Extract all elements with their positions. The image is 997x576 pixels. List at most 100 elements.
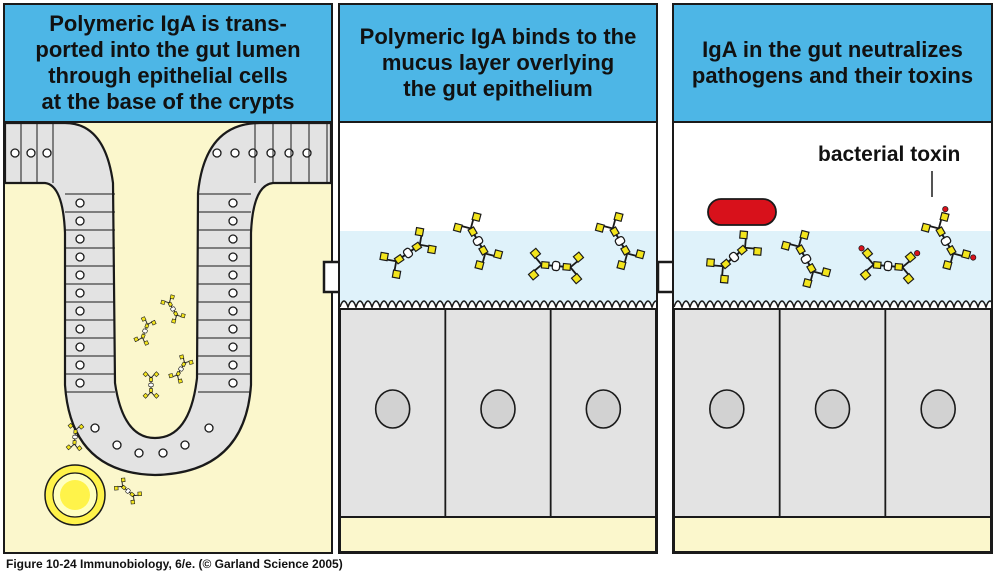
- nucleus: [75, 324, 85, 334]
- panel-3-header: IgA in the gut neutralizes pathogens and…: [674, 5, 991, 123]
- panel-3-title: IgA in the gut neutralizes pathogens and…: [691, 37, 974, 88]
- nucleus: [75, 270, 85, 280]
- nucleus: [75, 234, 85, 244]
- j-chain: [728, 251, 740, 263]
- iga-monomer: [410, 226, 437, 255]
- iga-monomer: [452, 211, 482, 239]
- nucleus: [228, 378, 238, 388]
- nucleus: [228, 288, 238, 298]
- lamina-propria: [674, 516, 991, 552]
- toxin-particle: [942, 206, 949, 213]
- bacterium: [707, 198, 777, 226]
- nucleus: [158, 448, 168, 458]
- iga-antibody: [168, 354, 194, 384]
- iga-monomer: [858, 245, 885, 281]
- nucleus: [180, 440, 190, 450]
- iga-antibody: [133, 316, 157, 346]
- iga-antibody: [858, 245, 921, 285]
- nucleus: [228, 324, 238, 334]
- mucus-illustration: [340, 123, 656, 552]
- gut-lumen: [340, 123, 656, 231]
- iga-monomer: [142, 371, 160, 384]
- nucleus: [75, 378, 85, 388]
- nucleus: [204, 423, 214, 433]
- iga-monomer: [474, 243, 504, 271]
- nucleus: [75, 252, 85, 262]
- j-chain: [402, 247, 414, 259]
- iga-monomer: [140, 316, 157, 330]
- panel-mucus-binding: Polymeric IgA binds to the mucus layer o…: [338, 3, 658, 554]
- cell-nucleus: [480, 389, 516, 429]
- panel-2-header: Polymeric IgA binds to the mucus layer o…: [340, 5, 656, 123]
- cell-nucleus: [920, 389, 956, 429]
- nucleus: [75, 198, 85, 208]
- nucleus: [228, 198, 238, 208]
- j-chain: [940, 235, 952, 247]
- iga-monomer: [802, 261, 832, 289]
- j-chain: [551, 260, 561, 272]
- panel-1-title: Polymeric IgA is trans- ported into the …: [35, 11, 301, 114]
- iga-antibody: [160, 294, 186, 324]
- iga-monomer: [129, 491, 143, 505]
- j-chain: [800, 253, 812, 265]
- iga-antibody: [594, 211, 646, 271]
- panel-neutralization: IgA in the gut neutralizes pathogens and…: [672, 3, 993, 554]
- iga-antibody: [113, 477, 143, 505]
- nucleus: [266, 148, 276, 158]
- iga-monomer: [920, 206, 950, 239]
- mucus-layer: [340, 231, 656, 303]
- toxin-particle: [858, 245, 865, 252]
- nucleus: [75, 306, 85, 316]
- iga-antibody: [65, 422, 85, 452]
- j-chain: [170, 306, 176, 312]
- iga-monomer: [527, 247, 553, 281]
- j-chain: [148, 382, 154, 388]
- iga-monomer: [942, 243, 977, 271]
- panel-1-header: Polymeric IgA is trans- ported into the …: [5, 5, 331, 123]
- nucleus: [230, 148, 240, 158]
- iga-monomer: [780, 229, 810, 257]
- nucleus: [75, 342, 85, 352]
- iga-antibody: [527, 247, 585, 285]
- iga-monomer: [133, 332, 150, 346]
- j-chain: [472, 235, 484, 247]
- crypt-illustration: [5, 123, 331, 552]
- nucleus: [228, 306, 238, 316]
- j-chain: [178, 366, 184, 372]
- cell-boundaries: [5, 123, 328, 393]
- toxin-particle: [914, 250, 921, 257]
- j-chain: [142, 328, 148, 334]
- nucleus: [134, 448, 144, 458]
- nucleus: [228, 360, 238, 370]
- neutralization-illustration: bacterial toxin: [674, 123, 991, 552]
- iga-monomer: [594, 211, 624, 239]
- iga-antibody: [142, 371, 160, 399]
- iga-antibody: [452, 211, 504, 271]
- nucleus: [75, 288, 85, 298]
- iga-monomer: [179, 354, 194, 368]
- toxin-particle: [970, 254, 977, 261]
- iga-monomer: [168, 370, 183, 384]
- iga-antibody: [705, 230, 763, 284]
- j-chain: [883, 260, 893, 272]
- j-chain: [72, 434, 78, 440]
- iga-monomer: [891, 250, 921, 285]
- figure-caption: Figure 10-24 Immunobiology, 6/e. (© Garl…: [6, 557, 343, 571]
- nucleus: [228, 252, 238, 262]
- iga-monomer: [160, 294, 175, 308]
- nucleus: [112, 440, 122, 450]
- panel-2-title: Polymeric IgA binds to the mucus layer o…: [359, 24, 637, 101]
- iga-monomer: [67, 422, 85, 436]
- nucleus: [90, 423, 100, 433]
- iga-antibody: [920, 206, 977, 271]
- nucleus: [212, 148, 222, 158]
- iga-monomer: [113, 477, 127, 491]
- cell-nuclei: [10, 148, 312, 458]
- lamina-propria: [340, 516, 656, 552]
- iga-monomer: [736, 230, 763, 256]
- nucleus: [228, 270, 238, 280]
- iga-monomer: [65, 438, 83, 452]
- nucleus: [42, 148, 52, 158]
- cell-nucleus: [585, 389, 622, 429]
- iga-monomer: [705, 258, 732, 284]
